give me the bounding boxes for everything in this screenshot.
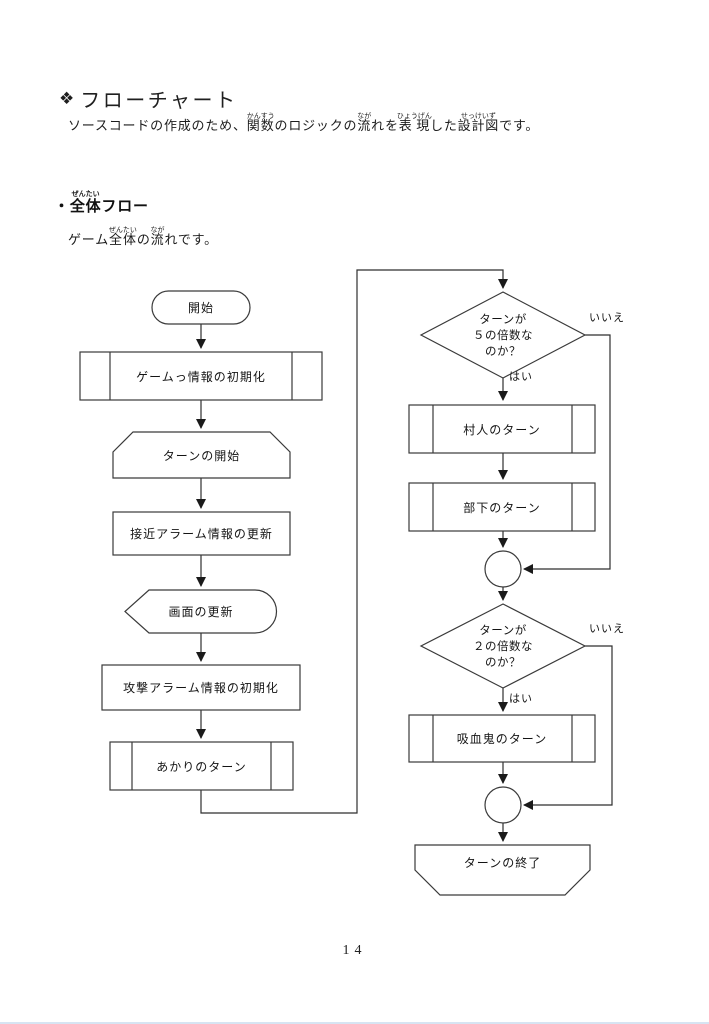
turn-start-shape xyxy=(112,431,291,479)
akari-turn-shape xyxy=(109,741,294,791)
page-number: 14 xyxy=(342,943,367,958)
label-no-decision5: いいえ xyxy=(589,311,625,324)
node-turn-start: ターンの開始 xyxy=(162,448,241,463)
villager-turn-shape xyxy=(408,404,596,454)
diamond-bullet-icon: ❖ xyxy=(59,88,75,109)
loop-akari-to-decision5 xyxy=(200,269,509,814)
page-title: ❖ フローチャート xyxy=(59,84,238,113)
decision2-line3: のか？ xyxy=(485,655,521,669)
branch-decision2-no xyxy=(522,645,613,811)
subordinate-turn-shape xyxy=(408,482,596,532)
junction2-connector-shape xyxy=(484,786,522,824)
flow-connectors xyxy=(195,269,613,843)
decision5-line1: ターンが xyxy=(479,312,527,326)
flow-shapes xyxy=(79,290,596,896)
label-no-decision2: いいえ xyxy=(589,622,625,635)
decision5-diamond-shape xyxy=(419,291,587,379)
node-decision-turn-multiple-of-5: ターンが ５の倍数な のか？ xyxy=(421,303,585,367)
decision2-line2: ２の倍数な xyxy=(473,639,533,653)
approach-alarm-shape xyxy=(112,511,291,556)
node-approach-alarm: 接近アラーム情報の更新 xyxy=(130,527,273,541)
node-decision-turn-multiple-of-2: ターンが ２の倍数な のか？ xyxy=(421,614,585,678)
label-yes-decision5: はい xyxy=(509,370,533,383)
node-start: 開始 xyxy=(187,301,214,315)
node-subordinate-turn: 部下のターン xyxy=(463,500,541,515)
branch-decision5-no xyxy=(522,334,611,575)
init-game-shape xyxy=(79,351,323,401)
decision5-line3: のか？ xyxy=(485,344,521,358)
screen-update-display-shape xyxy=(124,589,278,634)
page-bottom-edge xyxy=(0,1022,709,1024)
intro-paragraph: ソースコードの作成のため、関数かんすうのロジックの流ながれを表現ひょうげんした設… xyxy=(68,112,540,134)
section-heading: ・全体ぜんたいフロー xyxy=(54,190,149,215)
node-turn-end: ターンの終了 xyxy=(463,855,542,870)
section-description: ゲーム全体ぜんたいの流ながれです。 xyxy=(68,226,218,248)
label-yes-decision2: はい xyxy=(509,692,533,705)
node-akari-turn: あかりのターン xyxy=(156,759,247,774)
start-terminal-shape xyxy=(151,290,251,325)
attack-alarm-shape xyxy=(101,664,301,711)
node-vampire-turn: 吸血鬼のターン xyxy=(456,732,548,746)
decision5-line2: ５の倍数な xyxy=(473,328,533,342)
decision2-diamond-shape xyxy=(419,603,587,689)
junction1-connector-shape xyxy=(484,550,522,588)
decision2-line1: ターンが xyxy=(479,623,527,637)
node-screen-update: 画面の更新 xyxy=(168,605,234,619)
turn-end-shape xyxy=(414,844,591,896)
node-init-game: ゲームっ情報の初期化 xyxy=(136,369,266,384)
node-attack-alarm: 攻撃アラーム情報の初期化 xyxy=(123,681,279,695)
node-villager-turn: 村人のターン xyxy=(463,422,541,437)
vampire-turn-shape xyxy=(408,714,596,763)
page-title-text: フローチャート xyxy=(80,88,238,112)
